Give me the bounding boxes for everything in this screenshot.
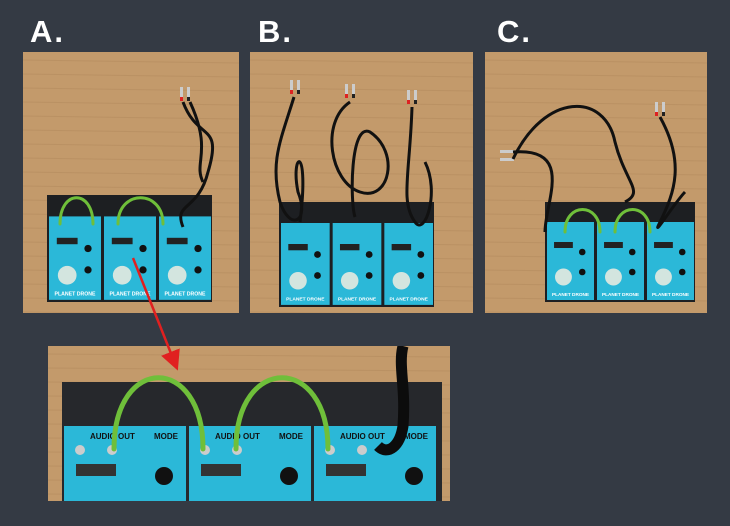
patch-cable	[58, 196, 165, 226]
knob[interactable]	[678, 268, 686, 276]
knob[interactable]	[84, 244, 92, 253]
module-panel	[384, 223, 433, 305]
knob[interactable]	[405, 467, 423, 485]
module-panel: AUDIO OUT MODE	[314, 426, 436, 501]
synth-device: PLANET DRONE PLANET DRONE PLANET DRONE	[47, 195, 212, 302]
module-panel	[281, 223, 330, 305]
brand-text: PLANET DRONE	[602, 292, 639, 297]
patch-cable	[563, 208, 652, 234]
audio-cable	[274, 96, 305, 223]
mode-label: MODE	[154, 432, 179, 441]
jack-plugs	[290, 80, 300, 94]
audio-out-label: AUDIO OUT	[340, 432, 385, 441]
panel-label-c: C.	[497, 14, 532, 49]
photo-c: PLANET DRONE PLANET DRONE PLANET DRONE	[485, 52, 707, 313]
knob[interactable]	[280, 467, 298, 485]
knob[interactable]	[417, 251, 425, 258]
knob[interactable]	[155, 467, 173, 485]
jack-plugs	[345, 84, 355, 98]
module-panel	[49, 216, 101, 300]
knob[interactable]	[139, 266, 147, 274]
audio-cable	[374, 346, 410, 456]
module-panel	[547, 222, 594, 300]
knob[interactable]	[365, 251, 373, 258]
led-bar	[201, 464, 241, 476]
panel-label-a: A.	[30, 14, 65, 49]
knob[interactable]	[194, 266, 202, 274]
knob[interactable]	[628, 248, 636, 256]
audio-cable	[405, 106, 433, 227]
brand-text: PLANET DRONE	[552, 292, 589, 297]
jack-plugs	[500, 150, 514, 161]
jack-plugs	[407, 90, 417, 104]
brand-text: PLANET DRONE	[110, 292, 151, 298]
knob[interactable]	[84, 266, 92, 274]
module-panel	[647, 222, 694, 300]
module-panel	[104, 216, 156, 300]
knob[interactable]	[578, 268, 586, 276]
brand-text: PLANET DRONE	[165, 292, 206, 298]
mode-label: MODE	[404, 432, 429, 441]
audio-cable	[188, 101, 205, 183]
synth-device: PLANET DRONE PLANET DRONE PLANET DRONE	[545, 202, 695, 302]
led-bar	[76, 464, 116, 476]
knob[interactable]	[365, 272, 373, 279]
module-panel	[159, 216, 211, 300]
knob[interactable]	[578, 248, 586, 256]
module-panel	[597, 222, 644, 300]
brand-text: PLANET DRONE	[286, 297, 325, 303]
knob[interactable]	[417, 272, 425, 279]
input-jack[interactable]	[75, 445, 85, 455]
knob[interactable]	[628, 268, 636, 276]
brand-text: PLANET DRONE	[652, 292, 689, 297]
photo-a: PLANET DRONE PLANET DRONE PLANET DRONE	[23, 52, 239, 313]
patch-cable	[111, 375, 331, 452]
audio-cable	[179, 101, 215, 228]
brand-text: PLANET DRONE	[55, 292, 96, 298]
audio-cable	[330, 100, 390, 218]
mode-label: MODE	[279, 432, 304, 441]
photo-b: PLANET DRONE PLANET DRONE PLANET DRONE	[250, 52, 473, 313]
knob[interactable]	[678, 248, 686, 256]
brand-text: PLANET DRONE	[338, 297, 377, 303]
audio-cable	[656, 116, 687, 230]
led-bar	[326, 464, 366, 476]
jack-plugs	[655, 102, 665, 116]
brand-text: PLANET DRONE	[389, 297, 428, 303]
module-panel	[332, 223, 382, 305]
panel-label-b: B.	[258, 14, 293, 49]
audio-cable	[512, 150, 554, 233]
knob[interactable]	[194, 244, 202, 253]
knob[interactable]	[314, 272, 321, 279]
jack-plugs	[180, 87, 190, 101]
knob[interactable]	[314, 251, 321, 258]
audio-cable	[511, 105, 636, 204]
knob[interactable]	[139, 244, 147, 253]
output-jack[interactable]	[357, 445, 367, 455]
synth-device: PLANET DRONE PLANET DRONE PLANET DRONE	[279, 202, 434, 307]
